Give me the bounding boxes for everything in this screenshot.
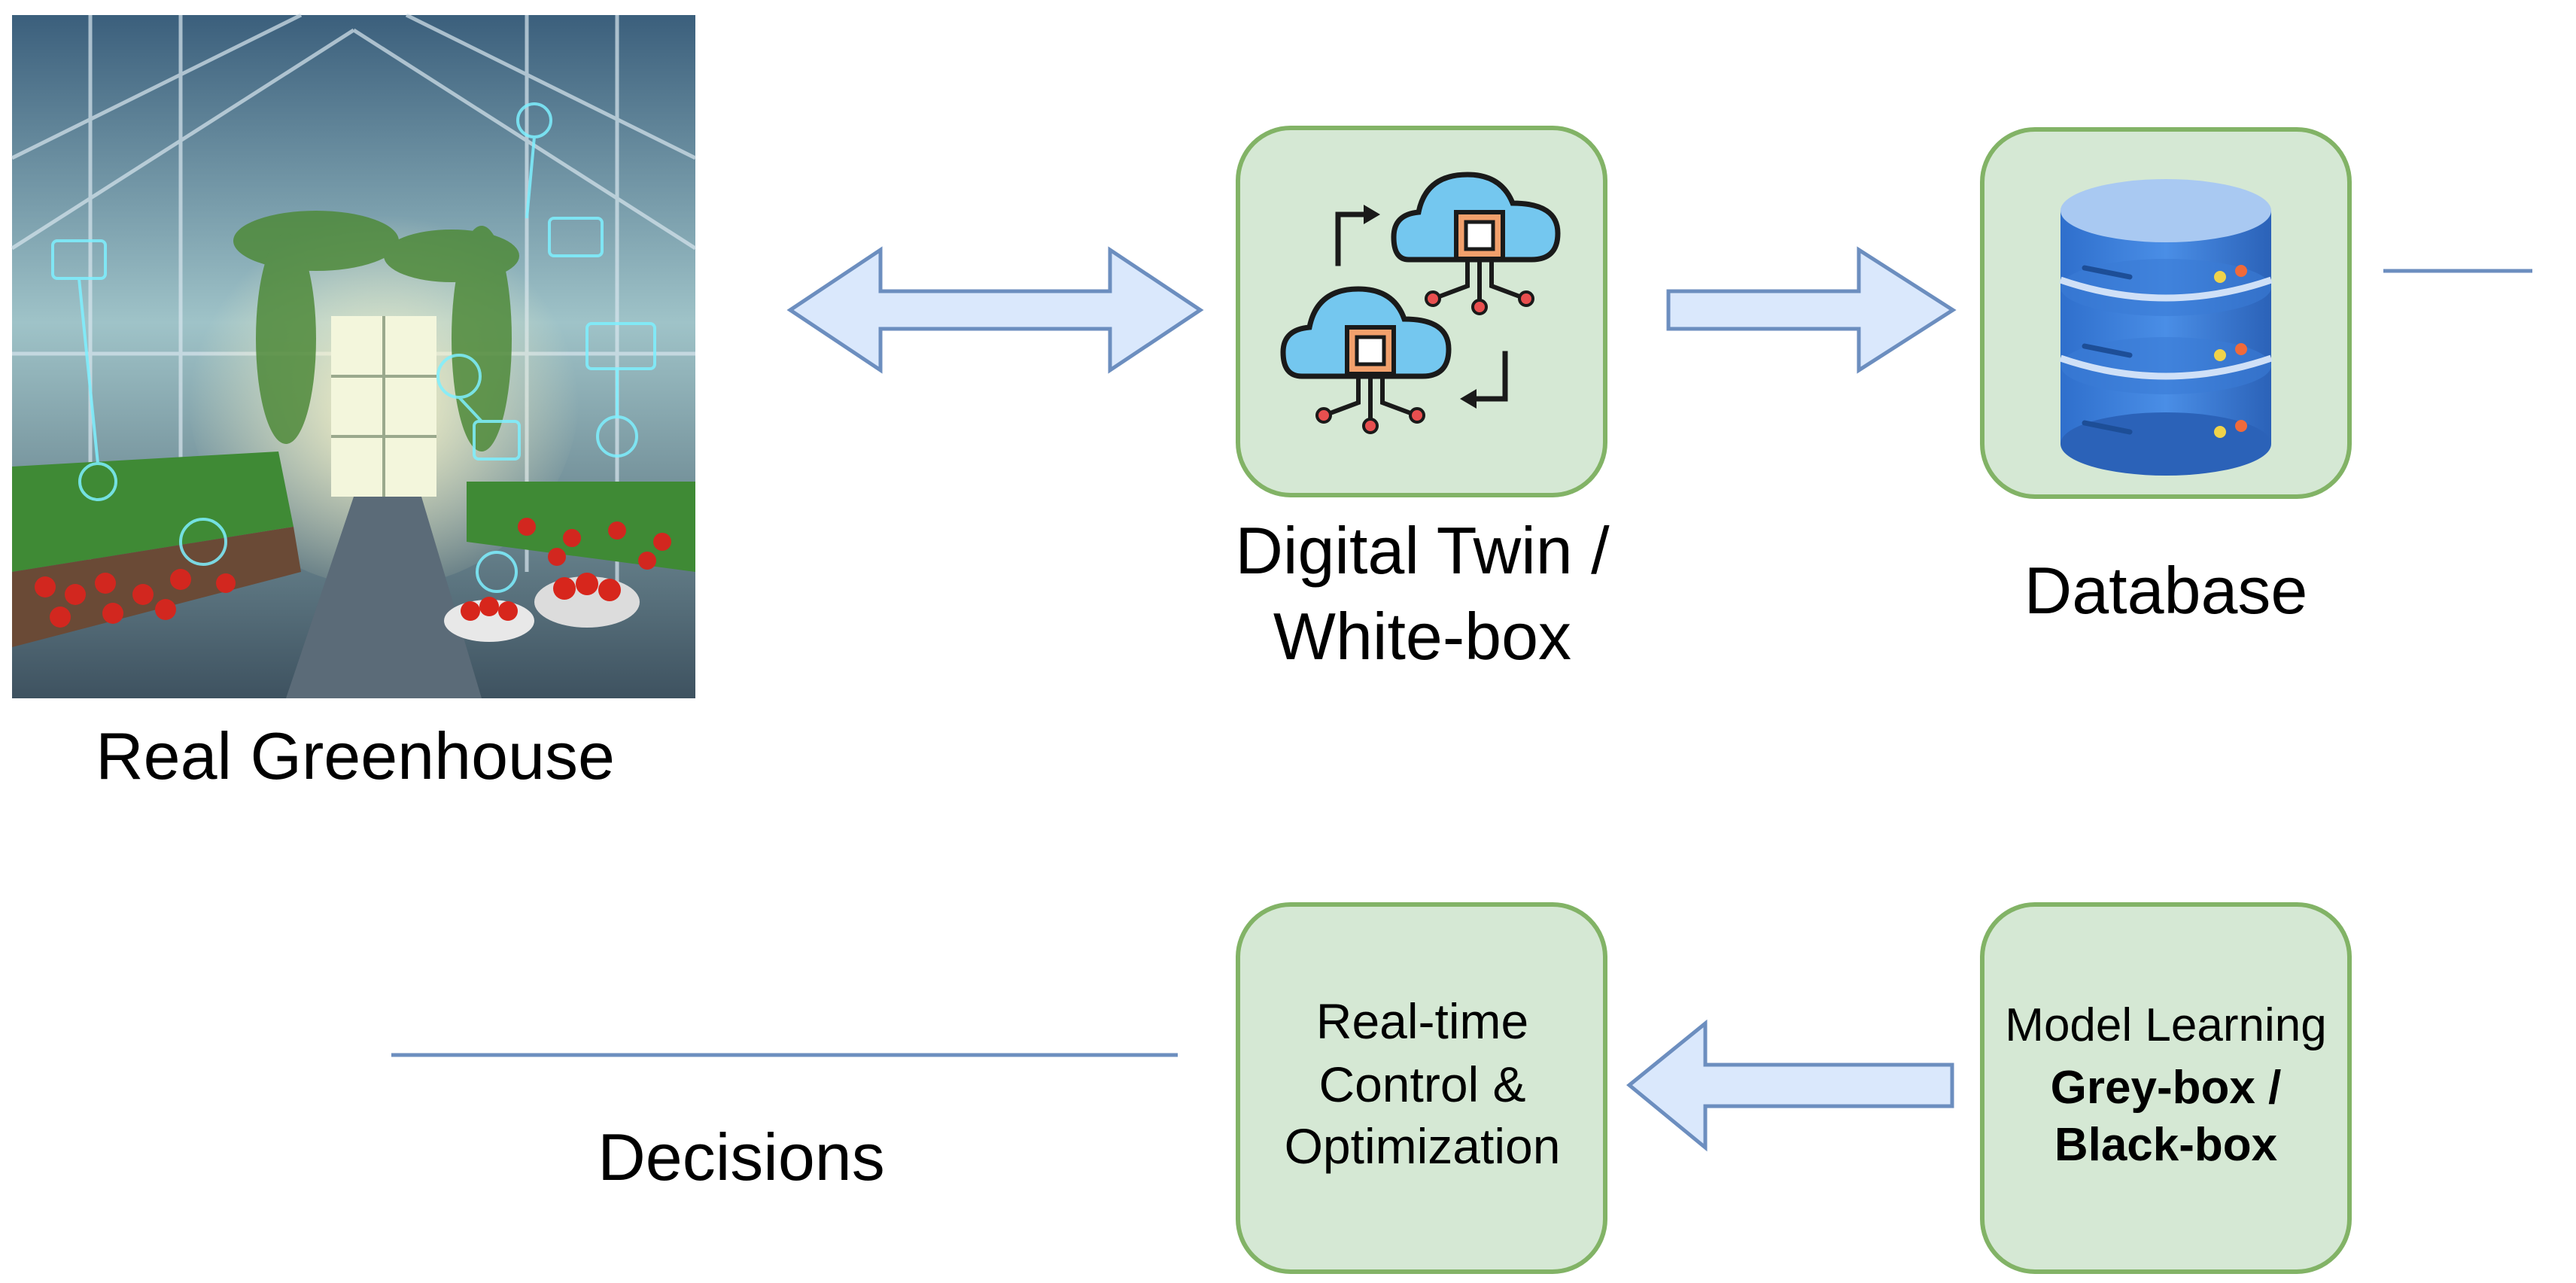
decisions-label: Decisions <box>598 1120 884 1194</box>
model-learning-line3: Black-box <box>2054 1119 2278 1171</box>
digital-twin-label-line1: Digital Twin / <box>1235 513 1610 588</box>
database-cylinder-icon <box>2059 179 2273 476</box>
arrow-greenhouse-digital-twin <box>786 246 1204 374</box>
control-line2: Control & <box>1318 1056 1525 1112</box>
arrow-model-learning-control <box>1626 1019 1954 1152</box>
model-learning-line1: Model Learning <box>2005 999 2326 1051</box>
model-learning-line2: Grey-box / <box>2051 1062 2282 1114</box>
arrow-digital-twin-database <box>1666 246 1957 374</box>
greenhouse-image <box>11 13 697 698</box>
database-label: Database <box>2024 553 2308 628</box>
cloud-chip-sync-icon <box>1280 172 1561 434</box>
control-optimization-box <box>1236 902 1607 1274</box>
greenhouse-label: Real Greenhouse <box>96 719 615 793</box>
digital-twin-box <box>1236 126 1607 497</box>
control-line3: Optimization <box>1285 1118 1561 1174</box>
model-learning-box <box>1980 902 2352 1274</box>
control-line1: Real-time <box>1316 993 1528 1049</box>
digital-twin-label-line2: White-box <box>1273 599 1571 673</box>
